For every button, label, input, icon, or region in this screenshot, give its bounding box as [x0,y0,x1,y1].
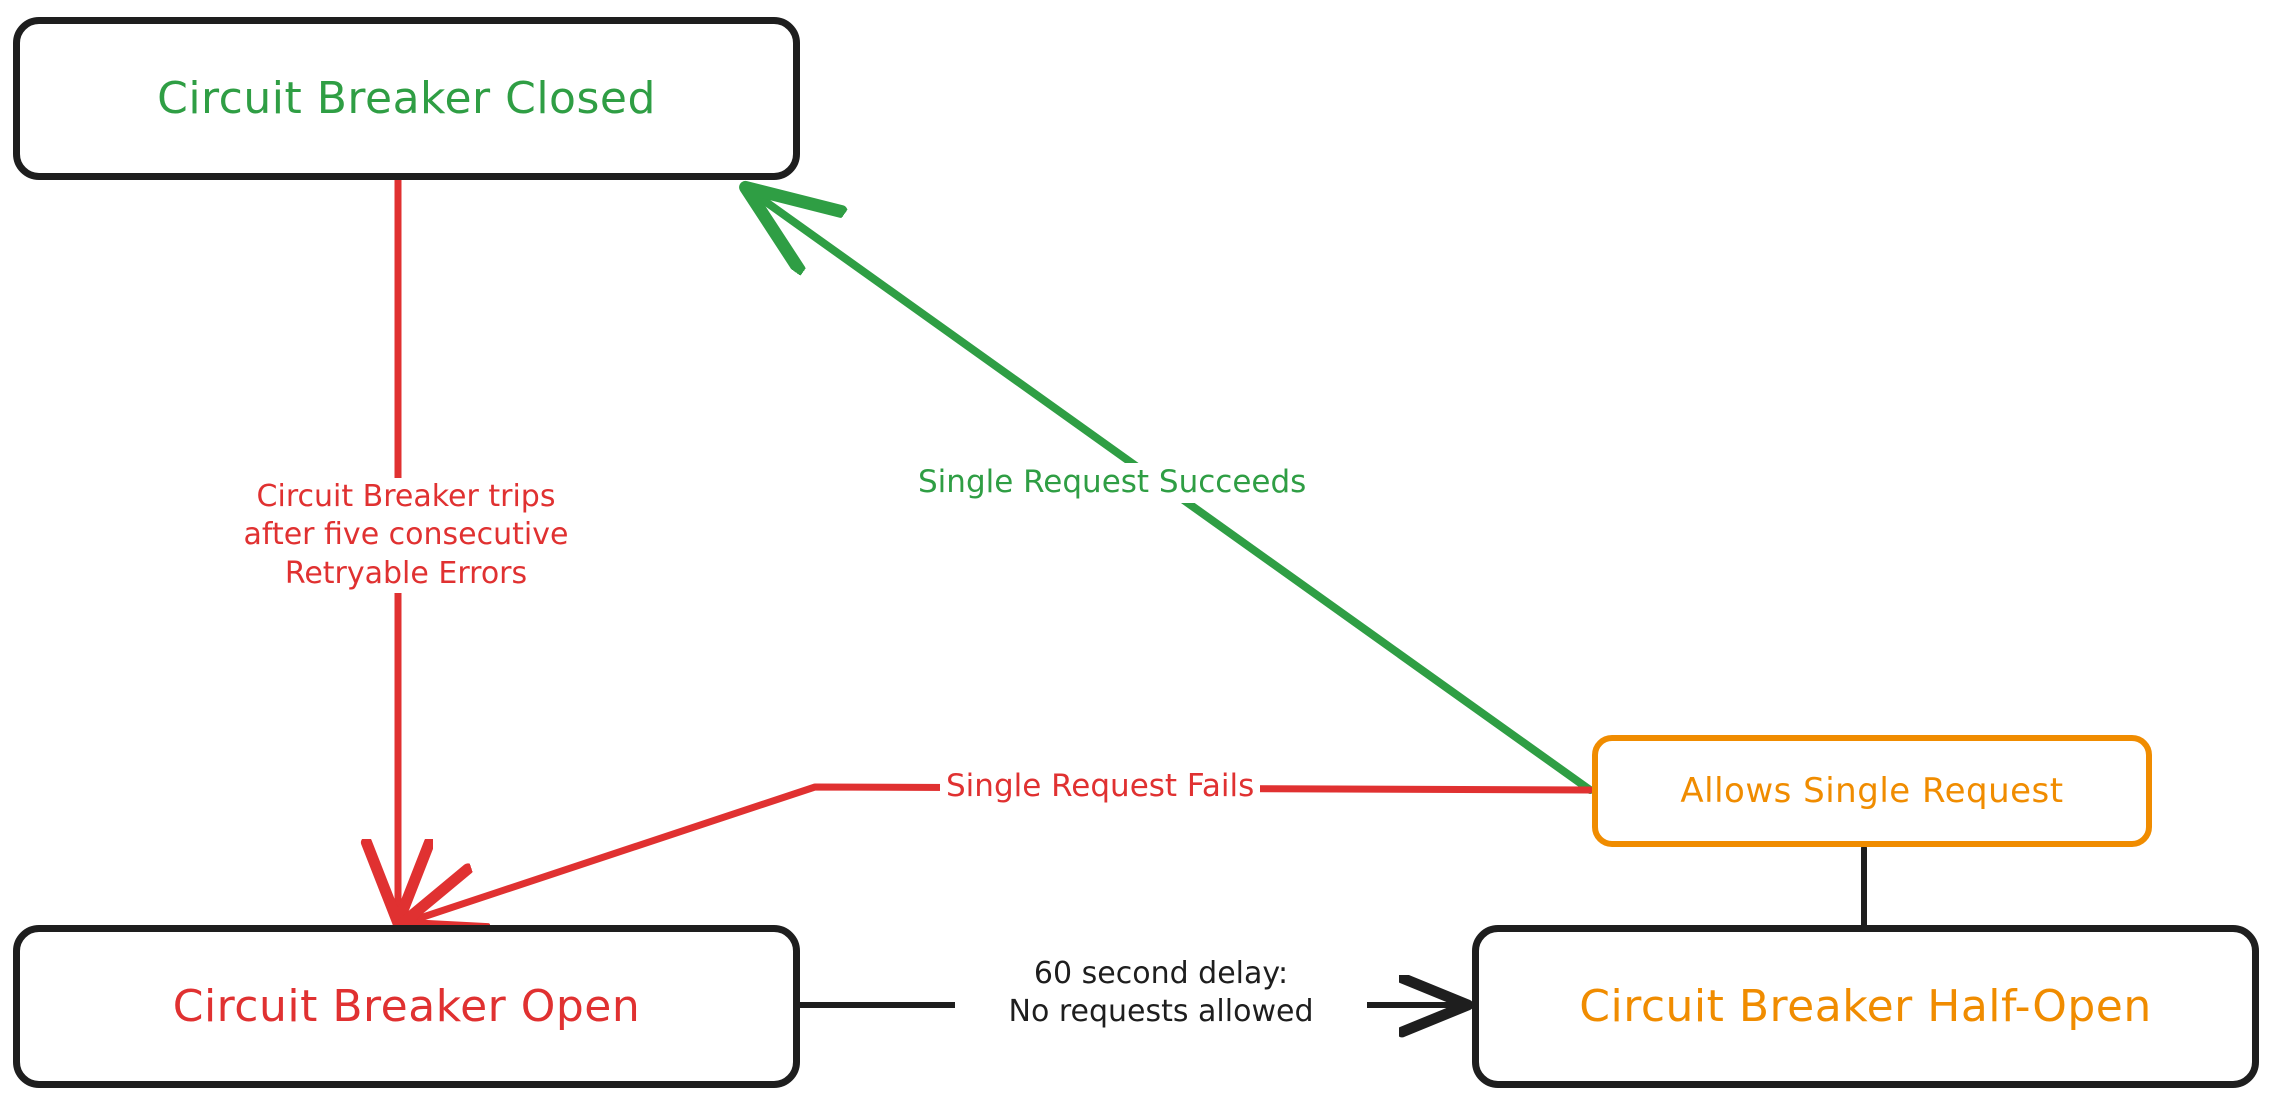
node-closed-label: Circuit Breaker Closed [157,73,656,124]
edge-label-trips-line-1: Circuit Breaker trips [186,478,626,517]
node-circuit-breaker-open[interactable]: Circuit Breaker Open [13,925,800,1088]
edge-label-trips-line-3: Retryable Errors [186,554,626,594]
node-halfopen-label: Circuit Breaker Half-Open [1579,981,2152,1032]
edge-label-delay-line-2: No requests allowed [1008,994,1314,1030]
node-allows-single-request[interactable]: Allows Single Request [1592,735,2152,847]
node-open-label: Circuit Breaker Open [172,981,641,1032]
edge-label-single-request-succeeds: Single Request Succeeds [912,463,1313,503]
edge-label-sixty-second-delay: 60 second delay: No requests allowed [955,955,1367,1032]
edge-allows-to-open [408,783,1594,922]
edge-label-delay-line-1: 60 second delay: [1033,956,1289,991]
edge-label-single-request-fails: Single Request Fails [940,767,1261,807]
edge-label-trips-line-2: after five consecutive [186,516,626,555]
node-circuit-breaker-closed[interactable]: Circuit Breaker Closed [13,17,800,180]
edge-label-circuit-breaker-trips: Circuit Breaker trips after five consecu… [180,478,632,594]
node-allows-label: Allows Single Request [1680,771,2064,811]
node-circuit-breaker-half-open[interactable]: Circuit Breaker Half-Open [1472,925,2259,1088]
